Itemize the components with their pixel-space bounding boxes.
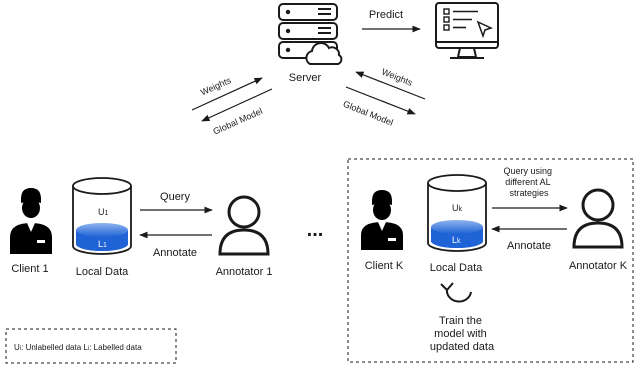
client-k-db-labelled: Lk (452, 235, 461, 245)
client-k-query-label: Query using different AL strategies (503, 166, 554, 198)
client-k-box (347, 158, 634, 363)
client-1-label: Client 1 (11, 263, 48, 275)
server-label: Server (289, 72, 322, 84)
client-1-annotate-label: Annotate (153, 247, 197, 259)
annotator-1-icon (218, 195, 270, 256)
client-k-label: Client K (365, 260, 404, 272)
monitor-icon (435, 2, 499, 59)
annotator-k-label: Annotator K (569, 260, 628, 272)
weights-arrow-left (191, 77, 263, 111)
client-k-db-label: Local Data (430, 262, 483, 274)
client-k-db-unlabelled: Uk (452, 203, 463, 213)
retrain-cycle-icon (440, 282, 472, 303)
predict-label: Predict (369, 9, 403, 21)
client-k-database-icon (427, 174, 487, 252)
global-model-arrow-left (201, 88, 273, 122)
global-model-arrow-right (345, 86, 416, 115)
weights-label-right: Weights (380, 67, 414, 89)
weights-arrow-right (355, 71, 426, 100)
client-1-db-unlabelled: U1 (98, 207, 109, 217)
ellipsis: ... (307, 219, 324, 241)
client-k-annotate-label: Annotate (507, 240, 551, 252)
client-1-db-labelled: L1 (98, 239, 107, 249)
legend-box (5, 328, 177, 364)
annotator-1-label: Annotator 1 (216, 266, 273, 278)
annotator-k-icon (572, 188, 624, 249)
server-icon (278, 3, 343, 65)
client-1-query-label: Query (160, 191, 190, 203)
client-1-person-icon (10, 188, 52, 254)
client-1-db-label: Local Data (76, 266, 129, 278)
train-model-label: Train the model with updated data (430, 315, 495, 353)
client-k-person-icon (361, 190, 403, 250)
legend-text: Ui: Unlabelled data Li: Labelled data (14, 343, 142, 352)
global-model-label-left: Global Model (212, 106, 265, 137)
client-1-database-icon (72, 177, 132, 255)
